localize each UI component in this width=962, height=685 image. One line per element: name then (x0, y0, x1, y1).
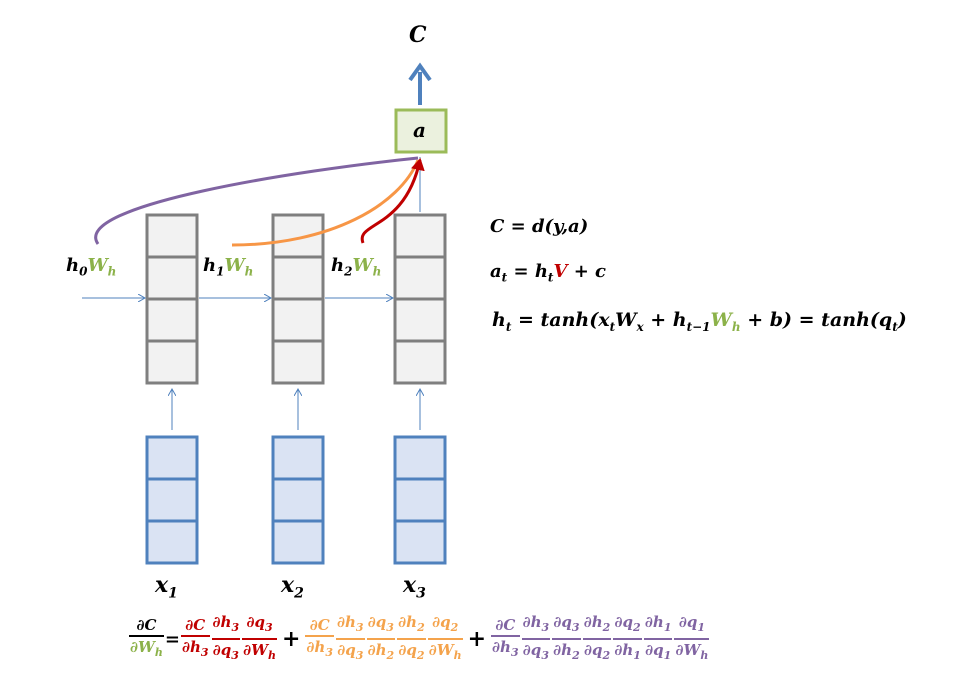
term3-fraction-7: ∂q1∂Wh (674, 613, 710, 662)
gradient-term-1: ∂C∂h3∂h3∂q3∂q3∂Wh (180, 613, 278, 662)
hidden-cell-3 (393, 213, 447, 385)
gradient-term-3: ∂C∂h3∂h3∂q3∂q3∂h2∂h2∂q2∂q2∂h1∂h1∂q1∂q1∂W… (490, 613, 710, 662)
cost-label: C (409, 22, 427, 48)
term3-fraction-1: ∂C∂h3 (491, 616, 520, 659)
hidden-cell-1 (145, 213, 199, 385)
output-equation: at = htV + c (490, 261, 607, 285)
orange-curve (231, 159, 420, 247)
gradient-equation: ∂C ∂Wh =∂C∂h3∂h3∂q3∂q3∂Wh+∂C∂h3∂h3∂q3∂q3… (128, 612, 710, 666)
term3-fraction-6: ∂h1∂q1 (643, 613, 673, 662)
term3-fraction-5: ∂q2∂h1 (613, 613, 642, 662)
term3-fraction-2: ∂h3∂q3 (521, 613, 551, 662)
x2-label: x2 (281, 572, 304, 602)
x3-label: x3 (403, 572, 426, 602)
hidden-equation: ht = tanh(xtWx + ht−1Wh + b) = tanh(qt) (492, 309, 907, 334)
input-cell-3 (393, 435, 447, 565)
gradient-term-2: ∂C∂h3∂h3∂q3∂q3∂h2∂h2∂q2∂q2∂Wh (304, 613, 463, 662)
term2-fraction-2: ∂h3∂q3 (335, 613, 365, 662)
red-curve (360, 158, 425, 244)
input-cell-2 (271, 435, 325, 565)
x1-label: x1 (155, 572, 178, 602)
term1-fraction-3: ∂q3∂Wh (242, 613, 277, 662)
plus-2: + (467, 626, 487, 652)
output-node-label: a (413, 118, 426, 142)
term1-fraction-2: ∂h3∂q3 (211, 613, 241, 662)
term1-fraction-1: ∂C∂h3 (180, 616, 210, 659)
input-cell-1 (145, 435, 199, 565)
output-arrow (408, 62, 432, 105)
term2-fraction-1: ∂C∂h3 (305, 616, 334, 659)
term2-fraction-3: ∂q3∂h2 (366, 613, 396, 662)
output-node (394, 108, 448, 154)
term3-fraction-4: ∂h2∂q2 (582, 613, 612, 662)
term2-fraction-5: ∂q2∂Wh (427, 613, 463, 662)
term2-fraction-4: ∂h2∂q2 (397, 613, 426, 662)
lhs-fraction: ∂C ∂Wh (129, 616, 164, 659)
cost-equation: C = d(y,a) (490, 216, 589, 237)
purple-curve (94, 156, 419, 245)
h2-wh-label: h2Wh (331, 255, 382, 279)
h0-wh-label: h0Wh (66, 255, 117, 279)
h1-wh-label: h1Wh (203, 255, 254, 279)
term3-fraction-3: ∂q3∂h2 (552, 613, 581, 662)
